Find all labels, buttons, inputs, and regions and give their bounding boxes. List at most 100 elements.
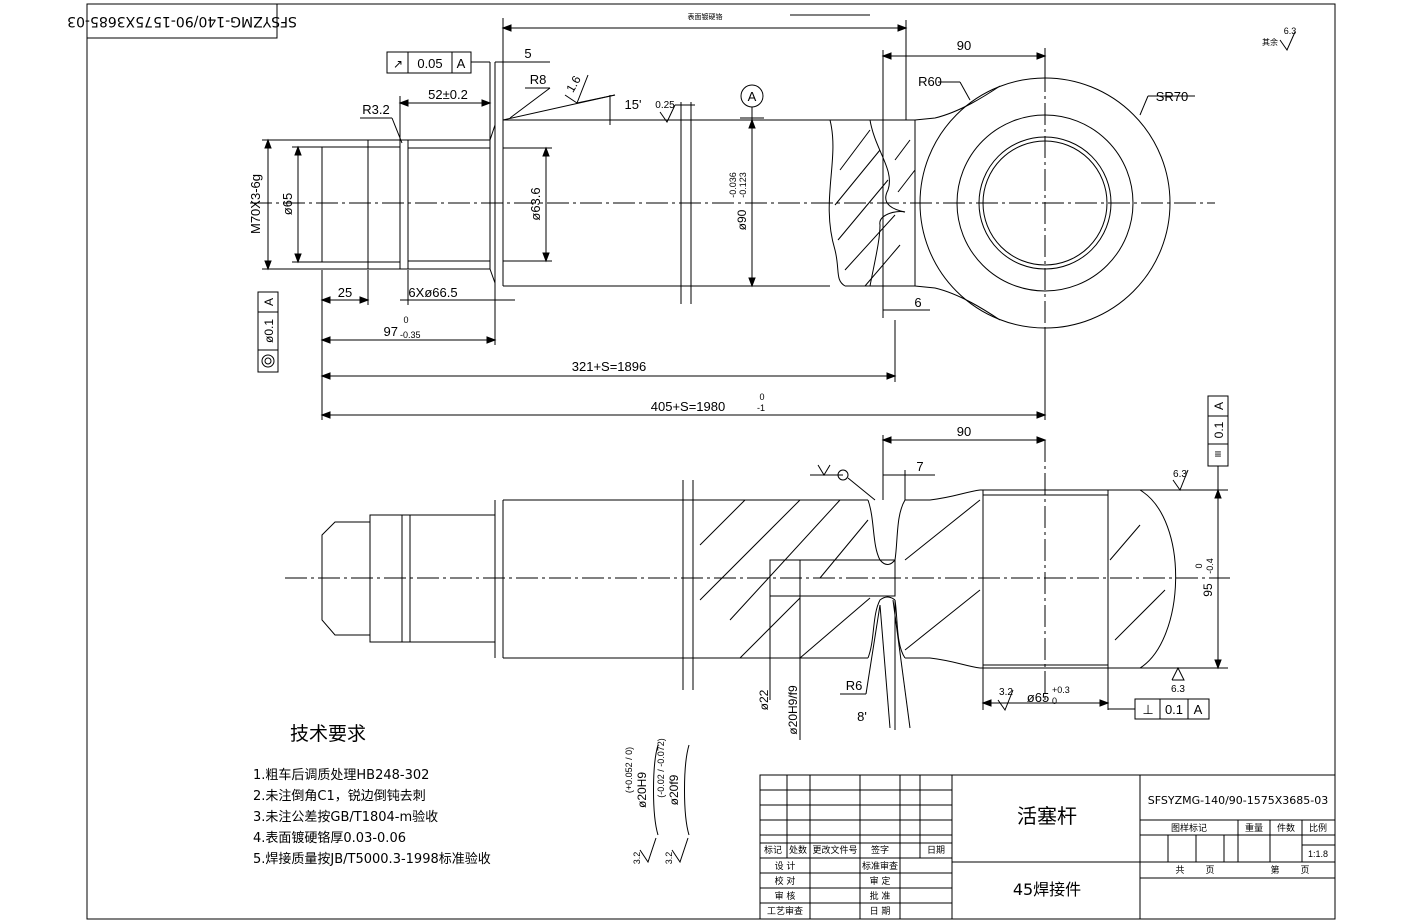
dim-405: 405+S=1980 — [651, 399, 725, 414]
general-roughness-value: 6.3 — [1284, 26, 1297, 36]
diameter-65-lower: 0 — [1052, 696, 1057, 706]
header-signature: 签字 — [871, 844, 889, 856]
quantity-label: 件数 — [1277, 822, 1295, 834]
dim-405-upper: 0 — [759, 392, 764, 402]
diameter-65-bottom: ø65 — [1027, 690, 1049, 705]
diameter-90-upper: -0.036 — [728, 172, 738, 198]
diameter-90: ø90 — [735, 209, 749, 230]
corner-code-box — [86, 3, 278, 39]
angle-8: 8' — [857, 709, 867, 724]
diameter-63-6: ø63.6 — [528, 187, 543, 220]
sheets-total-unit: 页 — [1205, 865, 1214, 876]
dim-405-lower: -1 — [757, 403, 765, 413]
thread-spec: M70X3-6g — [248, 174, 263, 234]
angle-15: 15' — [625, 97, 642, 112]
dim-97-upper: 0 — [403, 315, 408, 325]
sheets-total: 共 — [1175, 865, 1184, 876]
corner-code: SFSYZMG-140/90-1575X3685-03 — [67, 13, 297, 29]
symmetry-symbol: ≡ — [1214, 447, 1221, 461]
dim-7: 7 — [916, 459, 923, 474]
dim-90-bottom: 90 — [957, 424, 971, 439]
dim-25: 25 — [338, 285, 352, 300]
perpendicularity-symbol: ⊥ — [1142, 702, 1153, 717]
perpendicularity-datum: A — [1194, 702, 1203, 717]
dim-90-top: 90 — [957, 38, 971, 53]
runout-symbol: ↗ — [393, 57, 403, 71]
sign-process-review: 工艺审查 — [767, 905, 803, 917]
radius-r6: R6 — [846, 678, 863, 693]
plating-label: 表面镀硬铬 — [688, 12, 723, 21]
bottom-view — [285, 395, 1230, 740]
diameter-90-lower: -0.123 — [738, 172, 748, 198]
sign-approve: 批 准 — [870, 890, 891, 902]
fit-20h9f9: ø20H9/f9 — [786, 685, 800, 735]
header-mark: 标记 — [764, 844, 782, 856]
scale-label: 比例 — [1309, 822, 1327, 834]
tech-requirement-2: 2.未注倒角C1，锐边倒钝去刺 — [253, 789, 426, 804]
dim-52: 52±0.2 — [428, 87, 468, 102]
fit-note-h9: ø20H9 — [635, 772, 649, 808]
title-block — [759, 774, 1336, 920]
roughness-3-2-hole: 3.2 — [999, 687, 1013, 698]
dim-97: 97 — [384, 324, 398, 339]
tech-requirement-4: 4.表面镀硬铬厚0.03-0.06 — [253, 830, 406, 846]
perpendicularity-value: 0.1 — [1165, 702, 1183, 717]
dim-5: 5 — [524, 46, 531, 61]
diameter-22: ø22 — [757, 689, 771, 710]
diameter-65-top: ø65 — [280, 193, 295, 215]
general-roughness-label: 其余 — [1262, 37, 1278, 47]
roughness-6-3-bottom: 6.3 — [1171, 684, 1185, 695]
sheet-number-unit: 页 — [1300, 865, 1309, 876]
sign-check: 校 对 — [775, 875, 796, 887]
coaxiality-frame — [257, 291, 279, 373]
dim-321: 321+S=1896 — [572, 359, 646, 374]
coaxiality-value: ø0.1 — [262, 319, 276, 343]
symmetry-value: 0.1 — [1212, 421, 1226, 438]
tech-requirement-1: 1.粗车后调质处理HB248-302 — [253, 767, 429, 783]
drawing-number: SFSYZMG-140/90-1575X3685-03 — [1148, 794, 1329, 807]
fit-roughness-a: 3.2 — [632, 852, 642, 865]
fit-note-h9-tol: (+0.052 / 0) — [624, 747, 634, 793]
groove-spec: 6Xø66.5 — [408, 285, 457, 300]
sign-standard-review: 标准审查 — [862, 860, 898, 872]
runout-value: 0.05 — [417, 56, 442, 71]
header-change-doc: 更改文件号 — [812, 844, 857, 856]
roughness-1-6: 1.6 — [563, 73, 584, 95]
roughness-0-25: 0.25 — [655, 100, 675, 111]
symmetry-datum: A — [1212, 402, 1226, 410]
diameter-95: 95 — [1201, 583, 1215, 597]
part-name: 活塞杆 — [1017, 804, 1077, 828]
weight-label: 重量 — [1245, 822, 1263, 834]
dim-6: 6 — [914, 295, 921, 310]
sign-review: 审 核 — [775, 890, 796, 902]
fit-roughness-b: 3.2 — [664, 852, 674, 865]
general-roughness-mark — [1279, 31, 1296, 52]
radius-r60: R60 — [918, 74, 942, 89]
fit-notes — [639, 744, 690, 864]
runout-datum: A — [457, 56, 466, 71]
header-count: 处数 — [789, 844, 807, 856]
sign-verify: 审 定 — [870, 875, 891, 887]
datum-a-label: A — [748, 89, 757, 104]
scale-value: 1:1.8 — [1308, 849, 1328, 859]
coaxiality-datum: A — [262, 298, 276, 306]
diameter-65-upper: +0.3 — [1052, 685, 1070, 695]
fit-note-f9: ø20f9 — [667, 774, 681, 805]
roughness-6-3-top: 6.3 — [1173, 469, 1187, 480]
tech-requirement-5: 5.焊接质量按JB/T5000.3-1998标准验收 — [253, 851, 491, 867]
radius-r3-2: R3.2 — [362, 102, 389, 117]
stage-label: 图样标记 — [1171, 822, 1207, 834]
fit-note-f9-tol: (-0.02 / -0.072) — [656, 738, 666, 798]
sheet-number: 第 — [1270, 864, 1279, 876]
material: 45焊接件 — [1013, 880, 1081, 899]
radius-r8: R8 — [530, 72, 547, 87]
tech-requirements-title: 技术要求 — [290, 723, 366, 745]
sign-date: 日 期 — [870, 906, 891, 917]
diameter-95-lower: -0.4 — [1205, 558, 1215, 574]
header-date: 日期 — [927, 845, 945, 856]
drawing-frame — [86, 3, 1336, 920]
radius-sr70: SR70 — [1156, 89, 1189, 104]
dim-97-lower: -0.35 — [400, 330, 421, 340]
top-view — [250, 14, 1215, 420]
